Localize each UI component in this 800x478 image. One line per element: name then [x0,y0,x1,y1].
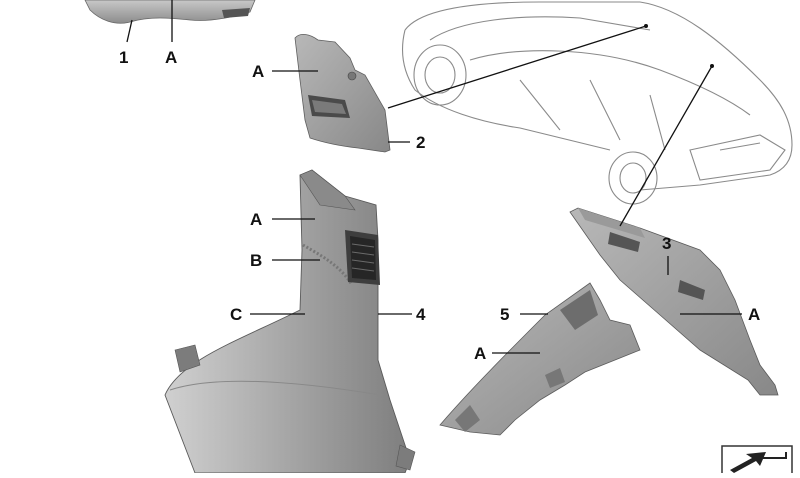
part-5-trim [439,282,641,436]
label-b: B [250,251,263,270]
label-part-3: 3 [662,234,672,253]
label-a: A [250,210,263,229]
label-a: A [748,305,761,324]
leader-dot [644,24,648,28]
label-part-1: 1 [119,48,129,67]
label-a: A [474,344,487,363]
label-part-4: 4 [416,305,426,324]
label-a: A [252,62,265,81]
part-1-trim [84,0,256,24]
label-c: C [230,305,243,324]
leader-lines [126,0,742,354]
label-part-5: 5 [500,305,510,324]
part-3-trim [569,207,779,396]
label-a: A [165,48,178,67]
navigation-arrow-icon[interactable] [721,445,793,478]
label-part-2: 2 [416,133,426,152]
part-2-trim [294,34,391,153]
part-4-pillar-trim [164,169,416,474]
car-outline-illustration [401,1,793,205]
leader-dot [710,64,714,68]
